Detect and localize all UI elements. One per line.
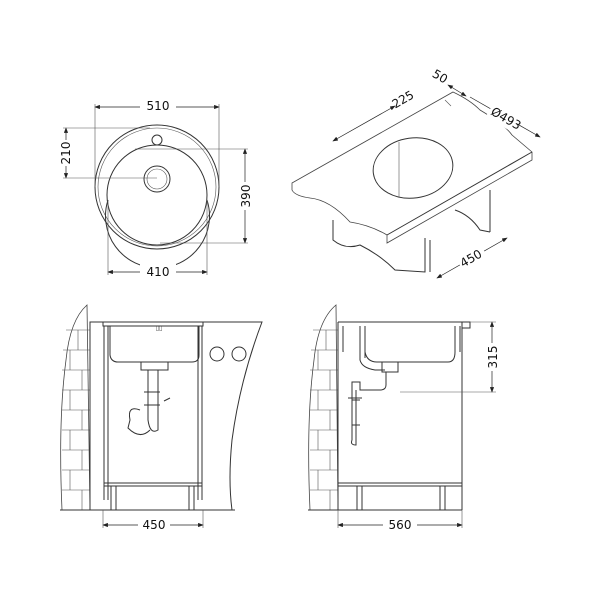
brick-wall: [60, 304, 91, 511]
isometric-view: 225 50 Ø493 450: [291, 67, 541, 279]
dim-315: 315: [486, 346, 500, 369]
side-view: 315 560: [308, 304, 500, 532]
sink-bowl-front: [109, 326, 200, 363]
dim-450-front: 450: [143, 518, 166, 532]
brick-wall: [308, 304, 339, 511]
dim-560: 560: [389, 518, 412, 532]
drain-icon: [143, 165, 171, 193]
cutout-hole: [372, 137, 454, 199]
dim-510: 510: [147, 99, 170, 113]
dim-225: 225: [390, 88, 417, 112]
bowl-outline: [106, 144, 208, 246]
sink-bowl-side: [364, 326, 456, 363]
dim-410: 410: [147, 265, 170, 279]
front-view: ▯▯ 450: [60, 304, 263, 532]
svg-text:▯▯: ▯▯: [156, 325, 163, 332]
outlet-icon: [231, 346, 247, 362]
dim-50: 50: [430, 67, 450, 87]
tap-hole-icon: [151, 134, 163, 146]
top-view: 510 210 390 410: [58, 98, 253, 279]
dim-390: 390: [239, 185, 253, 208]
outlet-icon: [209, 346, 225, 362]
dim-210: 210: [59, 142, 73, 165]
